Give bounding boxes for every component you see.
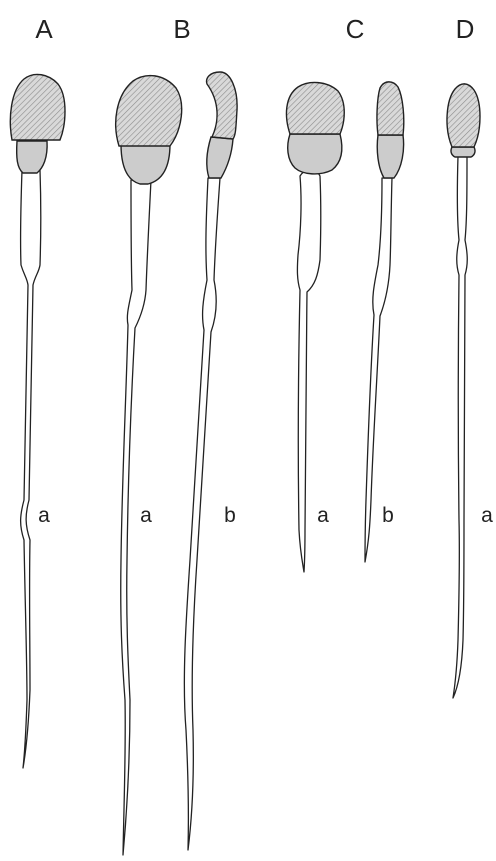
sperm-head — [116, 76, 182, 146]
sperm-cell-d-a: a — [447, 84, 493, 698]
sperm-neck — [17, 141, 47, 173]
sperm-head — [377, 82, 404, 135]
sperm-cell-c-a: a — [286, 82, 344, 572]
sperm-cell-b-a: a — [116, 76, 182, 855]
cell-label-c-a: a — [317, 504, 329, 527]
cell-label-d-a: a — [481, 504, 493, 527]
sperm-head — [207, 72, 238, 139]
panel-label-b: B — [173, 14, 190, 44]
sperm-neck — [288, 134, 342, 174]
sperm-neck — [121, 144, 170, 184]
cell-label-c-b: b — [382, 504, 394, 527]
sperm-cell-a-a: a — [10, 74, 65, 768]
sperm-cell-c-b: b — [365, 82, 404, 562]
cell-label-b-b: b — [224, 504, 236, 527]
panel-label-c: C — [346, 14, 365, 44]
sperm-tail — [453, 156, 467, 698]
cell-label-a-a: a — [38, 504, 50, 527]
sperm-neck — [377, 135, 403, 178]
sperm-head — [286, 82, 344, 134]
panel-label-d: D — [456, 14, 475, 44]
sperm-neck — [451, 147, 475, 157]
sperm-head — [447, 84, 480, 147]
sperm-cell-b-b: b — [184, 72, 237, 850]
sperm-head — [10, 74, 65, 140]
sperm-tail — [184, 178, 220, 850]
sperm-tail — [21, 170, 41, 768]
cell-label-b-a: a — [140, 504, 152, 527]
sperm-neck — [207, 137, 233, 178]
panel-label-a: A — [35, 14, 53, 44]
